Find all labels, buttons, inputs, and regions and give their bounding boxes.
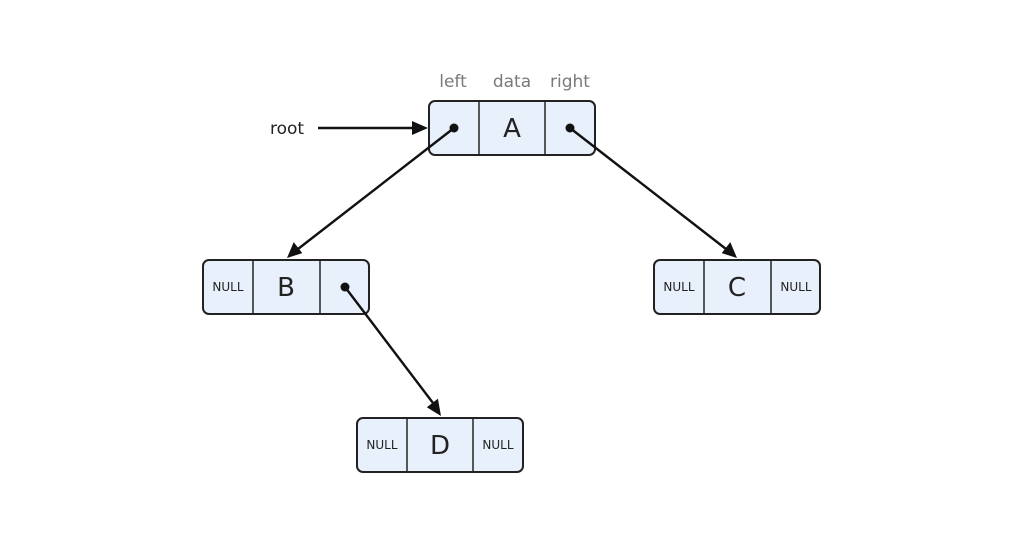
node-a-value: A <box>503 114 521 144</box>
node-a: A <box>428 100 596 156</box>
node-c-value: C <box>728 273 746 303</box>
node-d: NULL D NULL <box>356 417 524 473</box>
edge-b-to-d <box>340 282 441 416</box>
node-d-right: NULL <box>482 438 513 452</box>
left-field-label: left <box>439 72 467 92</box>
edge-a-to-b <box>287 123 459 258</box>
root-label: root <box>270 119 304 139</box>
node-d-left: NULL <box>366 438 397 452</box>
edge-a-to-c <box>565 123 737 258</box>
node-b-left: NULL <box>212 280 243 294</box>
root-pointer-arrow <box>318 121 428 135</box>
node-c-left: NULL <box>663 280 694 294</box>
node-b-value: B <box>277 273 295 303</box>
data-field-label: data <box>493 72 531 92</box>
node-c-right: NULL <box>780 280 811 294</box>
node-d-value: D <box>430 431 450 461</box>
node-c: NULL C NULL <box>653 259 821 315</box>
node-b: NULL B <box>202 259 370 315</box>
right-field-label: right <box>550 72 590 92</box>
